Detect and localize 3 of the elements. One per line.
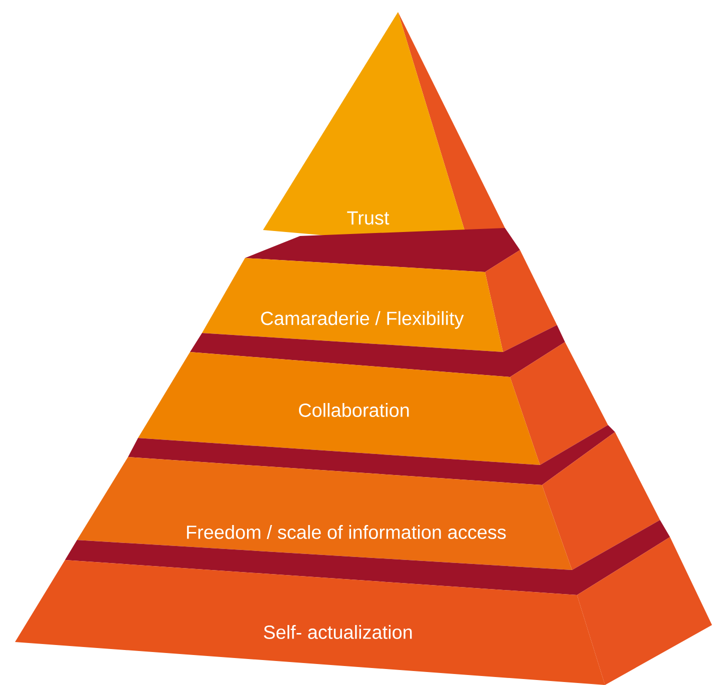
pyramid-level: Camaraderie / Flexibility (202, 228, 557, 352)
pyramid-level: Freedom / scale of information access (77, 425, 660, 570)
pyramid-level: Trust (263, 12, 505, 248)
